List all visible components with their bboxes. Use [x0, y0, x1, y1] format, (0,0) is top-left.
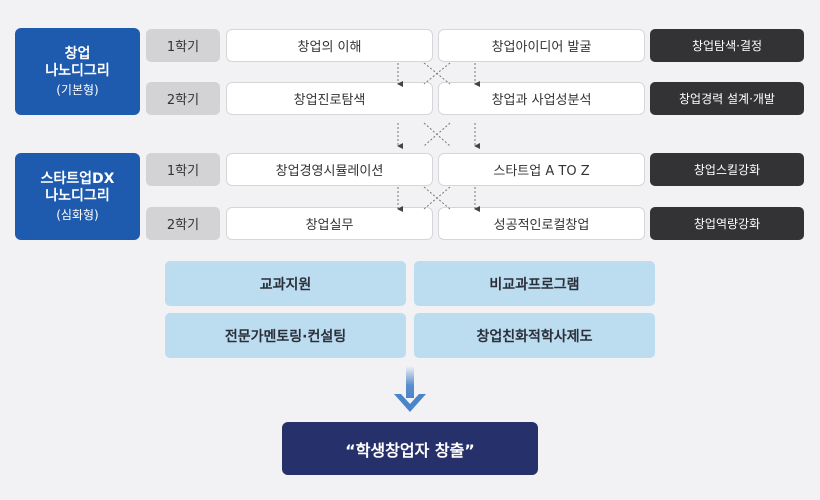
support-box: 창업친화적학사제도	[414, 313, 655, 358]
course-box: 창업의 이해	[226, 29, 433, 62]
course-box: 창업실무	[226, 207, 433, 240]
connector-cross	[423, 62, 451, 85]
track-basic-title-line-1: 창업	[64, 45, 91, 62]
course-box: 스타트업 A TO Z	[438, 153, 645, 186]
outcome-badge: 창업탐색·결정	[650, 29, 804, 62]
connector-cross	[423, 62, 451, 85]
support-box: 전문가멘토링·컨설팅	[165, 313, 406, 358]
semester-label: 1학기	[146, 29, 220, 62]
course-box: 창업과 사업성분석	[438, 82, 645, 115]
track-advanced-title-line-2: 나노디그리	[45, 188, 110, 204]
support-box: 비교과프로그램	[414, 261, 655, 306]
semester-label: 1학기	[146, 153, 220, 186]
final-result: “학생창업자 창출”	[282, 422, 538, 475]
semester-label: 2학기	[146, 82, 220, 115]
track-basic: 창업 나노디그리 (기본형)	[15, 28, 140, 115]
course-box: 창업진로탐색	[226, 82, 433, 115]
track-basic-title-line-2: 나노디그리	[45, 63, 110, 79]
track-advanced-subtitle: (심화형)	[56, 207, 99, 222]
semester-label: 2학기	[146, 207, 220, 240]
outcome-badge: 창업스킬강화	[650, 153, 804, 186]
course-box: 창업아이디어 발굴	[438, 29, 645, 62]
down-arrow-icon	[394, 366, 426, 412]
connector-cross	[423, 122, 451, 147]
connector-cross	[423, 186, 451, 210]
track-advanced: 스타트업DX 나노디그리 (심화형)	[15, 153, 140, 240]
track-advanced-title-line-1: 스타트업DX	[40, 170, 115, 187]
connector-cross	[423, 186, 451, 210]
outcome-badge: 창업경력 설계·개발	[650, 82, 804, 115]
connector-cross	[423, 122, 451, 147]
course-box: 창업경영시뮬레이션	[226, 153, 433, 186]
outcome-badge: 창업역량강화	[650, 207, 804, 240]
course-box: 성공적인로컬창업	[438, 207, 645, 240]
support-box: 교과지원	[165, 261, 406, 306]
track-basic-subtitle: (기본형)	[56, 82, 99, 97]
